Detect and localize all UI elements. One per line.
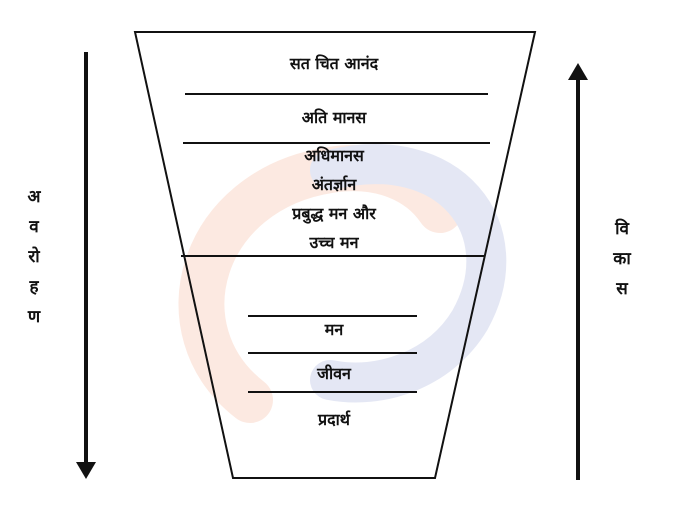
- level-label-jeevan: जीवन: [317, 364, 351, 383]
- level-label-antargyan: अंतर्ज्ञान: [311, 175, 357, 194]
- funnel-outline: [133, 31, 537, 479]
- right-label-letter: वि: [615, 219, 629, 239]
- level-label-uchch-man: उच्च मन: [309, 233, 359, 252]
- right-vertical-label: वि का स: [602, 214, 642, 304]
- level-label-adhimanas: अधिमानस: [304, 146, 364, 165]
- left-label-letter: ह: [29, 277, 39, 297]
- level-label-man: मन: [324, 320, 344, 339]
- watermark-logo: [178, 144, 507, 423]
- level-label-padarth: प्रदार्थ: [318, 410, 350, 429]
- right-up-arrow: [568, 63, 588, 480]
- level-label-prabuddh-man: प्रबुद्ध मन और: [292, 204, 376, 223]
- level-label-ati-manas: अति मानस: [301, 108, 367, 127]
- left-label-letter: व: [29, 217, 39, 237]
- right-label-letter: स: [616, 279, 628, 299]
- left-label-letter: अ: [27, 187, 41, 207]
- left-label-letter: ण: [27, 307, 41, 327]
- left-label-letter: रो: [28, 247, 40, 267]
- right-label-letter: का: [613, 249, 631, 269]
- left-vertical-label: अ व रो ह ण: [18, 182, 50, 332]
- level-label-sat-chit-anand: सत चित आनंद: [289, 54, 379, 73]
- left-down-arrow: [76, 52, 96, 479]
